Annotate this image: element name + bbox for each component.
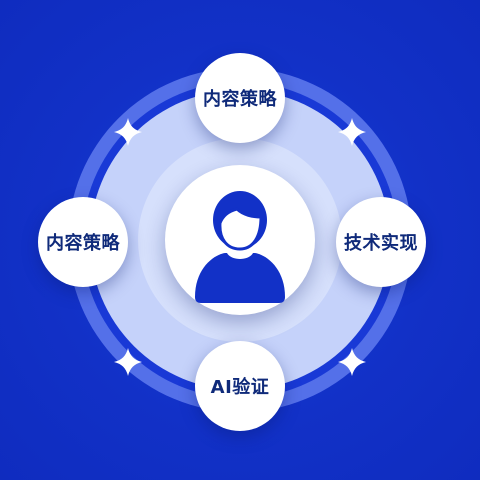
node-right: 技术实现 xyxy=(336,197,426,287)
node-left-label: 内容策略 xyxy=(46,233,120,254)
node-bottom-label: AI验证 xyxy=(210,377,270,398)
node-top-label: 内容策略 xyxy=(203,89,277,110)
node-right-label: 技术实现 xyxy=(344,233,418,254)
center-avatar xyxy=(165,165,315,315)
node-top: 内容策略 xyxy=(195,53,285,143)
node-bottom: AI验证 xyxy=(195,341,285,431)
sparkle-star-icon xyxy=(114,118,142,146)
user-avatar-icon xyxy=(195,191,285,303)
sparkle-star-icon xyxy=(114,348,142,376)
node-left: 内容策略 xyxy=(38,197,128,287)
sparkle-star-icon xyxy=(338,348,366,376)
sparkle-star-icon xyxy=(338,118,366,146)
